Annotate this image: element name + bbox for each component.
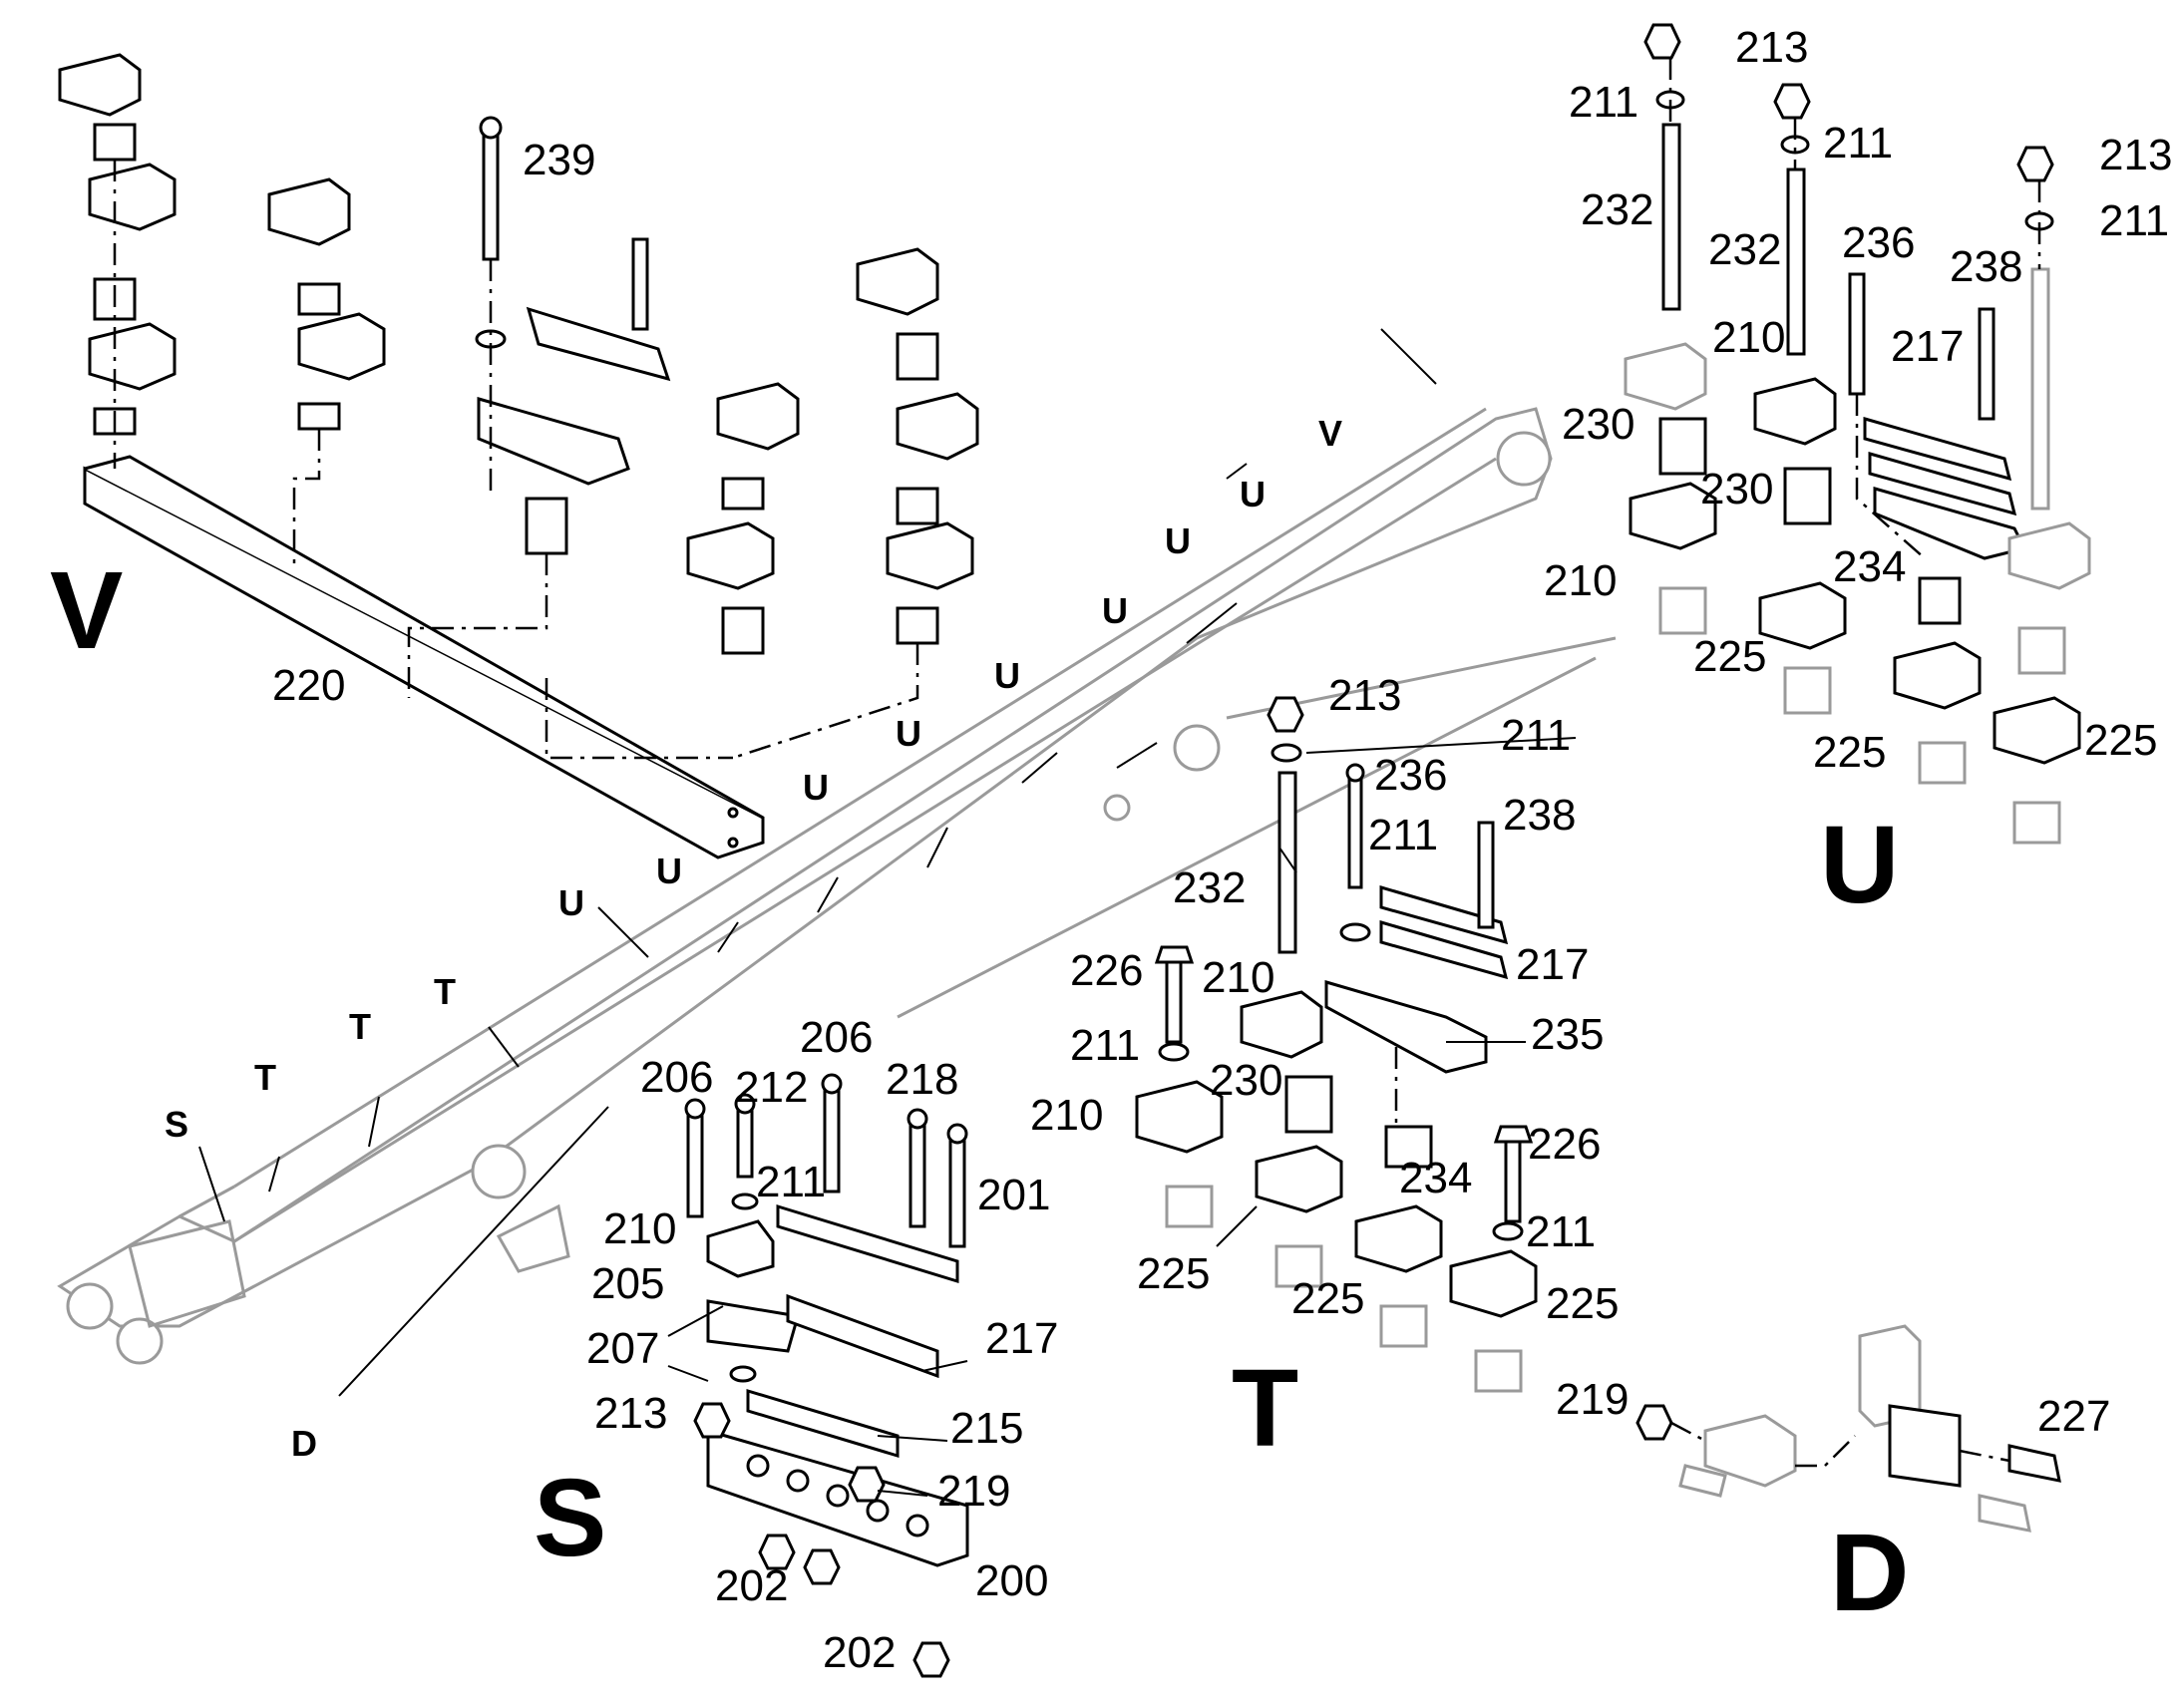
part-label-210: 210 xyxy=(603,1204,676,1253)
part-label-235: 235 xyxy=(1531,1010,1604,1059)
part-label-225: 225 xyxy=(1291,1274,1364,1323)
boom-letter-d: D xyxy=(291,1423,317,1464)
part-label-210: 210 xyxy=(1712,313,1785,362)
boom-letter-u: U xyxy=(994,655,1020,696)
part-label-220: 220 xyxy=(272,661,345,710)
part-label-239: 239 xyxy=(523,136,595,184)
boom-letter-t: T xyxy=(434,971,456,1012)
part-label-230: 230 xyxy=(1562,400,1635,449)
section-letter-t: T xyxy=(1232,1347,1298,1470)
part-label-234: 234 xyxy=(1399,1154,1472,1202)
part-label-213: 213 xyxy=(1328,671,1401,720)
section-v-parts xyxy=(58,53,979,859)
section-u-parts xyxy=(1624,23,2091,845)
boom-letter-s: S xyxy=(165,1104,188,1145)
part-label-236: 236 xyxy=(1374,751,1447,800)
boom-reference-letters: V U U U U U U U U T T T S D xyxy=(165,413,1342,1464)
section-letter-d: D xyxy=(1830,1512,1909,1634)
part-label-202: 202 xyxy=(823,1628,896,1677)
boom-letter-v: V xyxy=(1318,413,1342,454)
part-label-211: 211 xyxy=(1070,1021,1140,1070)
part-label-211: 211 xyxy=(756,1158,826,1206)
part-label-232: 232 xyxy=(1708,225,1781,274)
part-label-225: 225 xyxy=(1137,1249,1210,1298)
part-label-232: 232 xyxy=(1581,185,1653,234)
part-label-225: 225 xyxy=(1813,728,1886,777)
part-label-213: 213 xyxy=(594,1389,667,1438)
part-label-211: 211 xyxy=(1501,711,1571,760)
part-label-212: 212 xyxy=(735,1063,808,1112)
part-label-217: 217 xyxy=(985,1314,1058,1363)
part-label-232: 232 xyxy=(1173,863,1246,912)
boom-letter-t: T xyxy=(349,1006,371,1047)
leader-lines xyxy=(198,328,1577,1497)
part-label-230: 230 xyxy=(1210,1056,1282,1105)
boom-letter-u: U xyxy=(656,851,682,891)
section-d-parts xyxy=(1635,1324,2061,1533)
part-label-225: 225 xyxy=(2084,716,2157,765)
boom-letter-t: T xyxy=(254,1057,276,1098)
section-letters: V U T S D xyxy=(50,549,1909,1634)
part-label-238: 238 xyxy=(1503,791,1576,840)
part-label-217: 217 xyxy=(1516,940,1589,989)
part-label-200: 200 xyxy=(975,1556,1048,1605)
part-label-218: 218 xyxy=(886,1055,958,1104)
boom-letter-u: U xyxy=(803,767,829,808)
boom-letter-u: U xyxy=(1102,590,1128,631)
part-label-226: 226 xyxy=(1070,946,1143,995)
part-label-234: 234 xyxy=(1833,542,1906,591)
part-label-202: 202 xyxy=(715,1561,788,1610)
part-label-211: 211 xyxy=(2099,196,2169,245)
part-label-236: 236 xyxy=(1842,218,1915,267)
part-label-219: 219 xyxy=(937,1467,1010,1516)
boom-letter-u: U xyxy=(896,713,921,754)
part-label-206: 206 xyxy=(640,1053,713,1102)
section-t-parts xyxy=(1135,696,1538,1393)
part-label-238: 238 xyxy=(1950,242,2022,291)
boom-letter-u: U xyxy=(558,882,584,923)
section-letter-u: U xyxy=(1820,804,1899,926)
part-label-217: 217 xyxy=(1891,322,1964,371)
part-label-211: 211 xyxy=(1823,119,1893,168)
part-label-225: 225 xyxy=(1693,632,1766,681)
part-label-213: 213 xyxy=(2099,131,2172,179)
part-label-205: 205 xyxy=(591,1259,664,1308)
part-label-210: 210 xyxy=(1544,556,1617,605)
part-label-215: 215 xyxy=(950,1404,1023,1453)
part-label-226: 226 xyxy=(1528,1120,1601,1169)
part-label-225: 225 xyxy=(1546,1279,1619,1328)
part-number-labels: 213 211 211 213 211 232 232 236 238 210 … xyxy=(272,23,2172,1677)
part-label-206: 206 xyxy=(800,1013,873,1062)
part-label-210: 210 xyxy=(1202,953,1274,1002)
part-label-207: 207 xyxy=(586,1324,659,1373)
boom-letter-u: U xyxy=(1240,474,1266,514)
boom-letter-u: U xyxy=(1165,520,1191,561)
part-label-211: 211 xyxy=(1569,78,1638,127)
part-label-230: 230 xyxy=(1700,465,1773,513)
part-label-210: 210 xyxy=(1030,1091,1103,1140)
part-label-201: 201 xyxy=(977,1171,1050,1219)
part-label-211: 211 xyxy=(1368,811,1438,859)
section-letter-v: V xyxy=(50,549,123,672)
part-label-219: 219 xyxy=(1556,1375,1629,1424)
section-s-parts xyxy=(684,1073,969,1678)
part-label-211: 211 xyxy=(1526,1207,1596,1256)
section-letter-s: S xyxy=(534,1457,606,1579)
part-label-227: 227 xyxy=(2037,1392,2110,1441)
part-label-213: 213 xyxy=(1735,23,1808,72)
